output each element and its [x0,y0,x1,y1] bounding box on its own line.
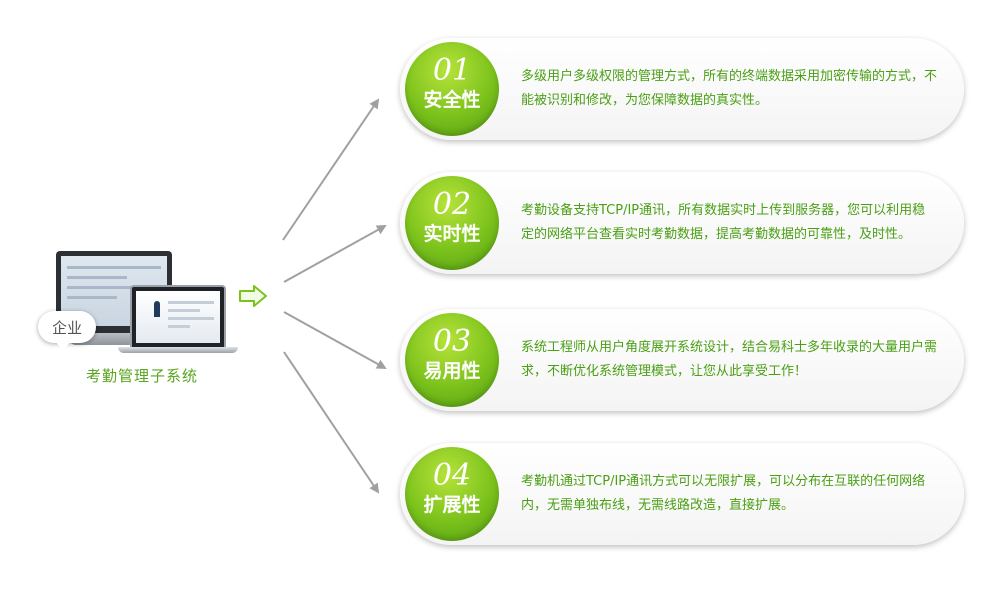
enterprise-bubble: 企业 [38,311,96,351]
feature-number: 04 [432,458,472,493]
feature-description: 多级用户多级权限的管理方式，所有的终端数据采用加密传输的方式，不能被识别和修改，… [521,69,938,108]
feature-title: 安全性 [423,89,481,111]
feature-title: 易用性 [423,360,481,382]
feature-description: 系统工程师从用户角度展开系统设计，结合易科士多年收录的大量用户需求，不断优化系统… [521,340,938,379]
arrow-to-feature-04 [283,351,380,494]
laptop-screen [136,291,220,343]
feature-title: 实时性 [423,223,481,245]
person-icon [154,301,160,317]
feature-security: 01 安全性 多级用户多级权限的管理方式，所有的终端数据采用加密传输的方式，不能… [400,38,964,140]
arrow-to-feature-03 [283,311,387,369]
feature-badge: 04 扩展性 [405,447,499,541]
feature-number: 01 [432,53,472,88]
right-arrow-icon [239,285,267,307]
feature-description: 考勤设备支持TCP/IP通讯，所有数据实时上传到服务器，您可以利用稳定的网络平台… [521,203,926,242]
feature-number: 02 [432,187,472,222]
feature-badge: 03 易用性 [405,313,499,407]
feature-badge: 01 安全性 [405,42,499,136]
feature-title: 扩展性 [423,494,481,516]
feature-scalability: 04 扩展性 考勤机通过TCP/IP通讯方式可以无限扩展，可以分布在互联的任何网… [400,443,964,545]
feature-realtime: 02 实时性 考勤设备支持TCP/IP通讯，所有数据实时上传到服务器，您可以利用… [400,172,964,274]
feature-badge: 02 实时性 [405,176,499,270]
feature-number: 03 [432,324,472,359]
enterprise-label: 企业 [51,318,82,337]
laptop-base [118,347,238,353]
arrow-to-feature-01 [282,98,380,241]
computer-illustration: 企业 考勤管理子系统 [38,245,248,395]
feature-usability: 03 易用性 系统工程师从用户角度展开系统设计，结合易科士多年收录的大量用户需求… [400,309,964,411]
system-label: 考勤管理子系统 [85,367,198,385]
arrow-to-feature-02 [283,225,387,283]
feature-description: 考勤机通过TCP/IP通讯方式可以无限扩展，可以分布在互联的任何网络内，无需单独… [521,474,926,513]
